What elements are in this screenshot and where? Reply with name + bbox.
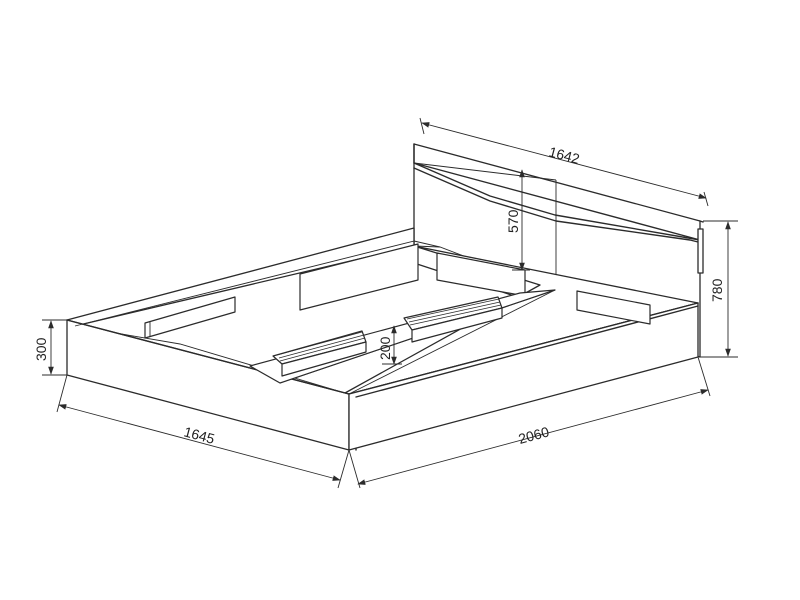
right-slat-ribs (406, 298, 502, 326)
dimension-frame-height: 300 (33, 319, 67, 376)
left-support-bar (144, 296, 236, 339)
right-slat-face (411, 307, 503, 343)
dimension-label-total-height: 780 (709, 278, 725, 302)
dimension-slat-rise: 200 (377, 325, 402, 365)
dimension-label-headboard-panel-height: 570 (505, 209, 521, 233)
dimension-label-slat-rise: 200 (377, 336, 393, 360)
dimension-label-frame-height: 300 (33, 337, 49, 361)
dimension-total-height: 780 (700, 220, 738, 358)
left-slat-ribs (276, 331, 366, 362)
dimension-headboard-width: 1642 (419, 117, 709, 207)
dimension-headboard-panel-height: 570 (505, 169, 530, 271)
dimension-frame-length: 2060 (348, 356, 711, 489)
head-support-bar (299, 243, 419, 311)
slats (272, 296, 503, 377)
headboard-side-edge (697, 228, 704, 274)
dimension-label-frame-width: 1645 (182, 423, 216, 447)
dimension-label-headboard-width: 1642 (547, 143, 581, 167)
right-support-bar (576, 290, 651, 325)
dimension-frame-width: 1645 (56, 374, 350, 489)
left-slat-face (281, 341, 367, 377)
dimension-label-frame-length: 2060 (517, 423, 551, 447)
